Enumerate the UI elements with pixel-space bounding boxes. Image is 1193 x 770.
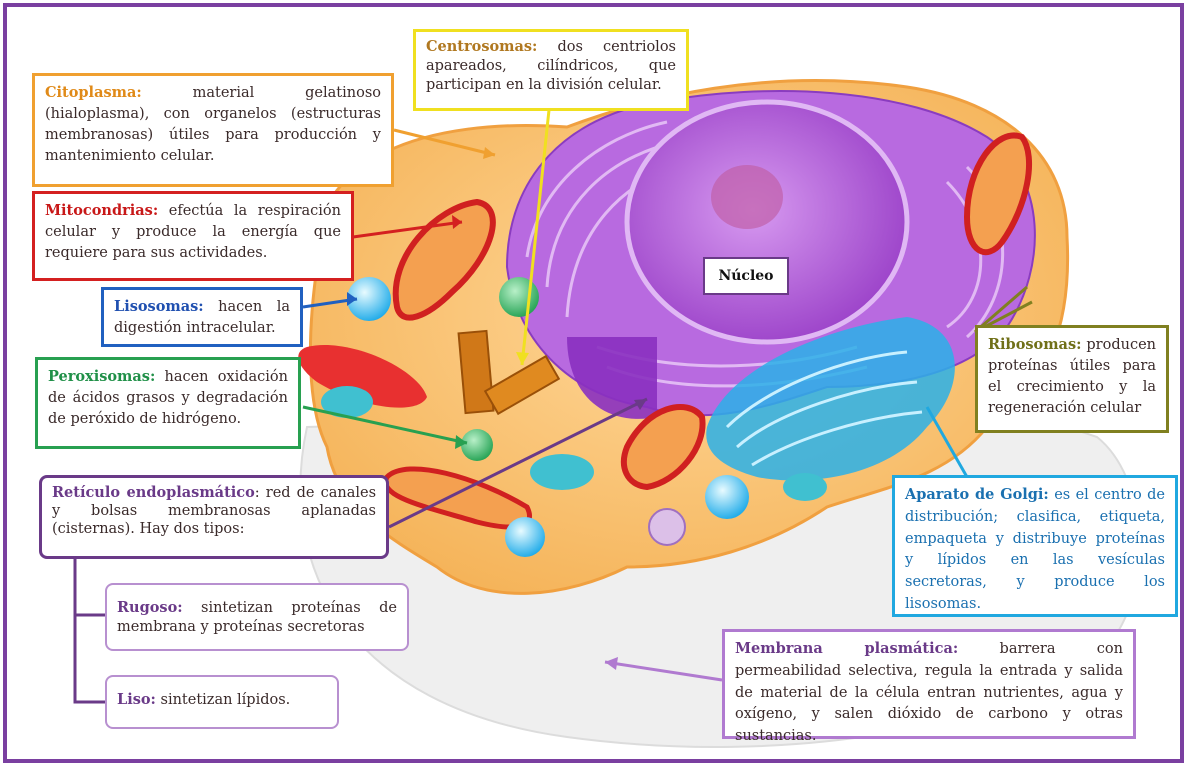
citoplasma-term: Citoplasma:	[45, 84, 142, 101]
ribosomas-callout: Ribosomas: producen proteínas útiles par…	[975, 325, 1169, 433]
vesicle-shape	[649, 509, 685, 545]
vesicle-shape	[530, 454, 594, 490]
membrana-term: Membrana plasmática:	[735, 640, 958, 657]
ribosomas-term: Ribosomas:	[988, 336, 1081, 353]
reticulo-term: Retículo endoplasmático	[52, 484, 255, 501]
vesicle-shape	[505, 517, 545, 557]
rugoso-callout: Rugoso: sintetizan proteínas de membrana…	[105, 583, 409, 651]
liso-desc: sintetizan lípidos.	[161, 692, 291, 708]
nucleus-label: Núcleo	[703, 257, 789, 295]
lisosomas-callout: Lisosomas: hacen la digestión intracelul…	[101, 287, 303, 347]
vesicle-shape	[783, 473, 827, 501]
diagram-frame: Núcleo Citoplasma: material gelatinoso (…	[3, 3, 1184, 763]
peroxisomas-term: Peroxisomas:	[48, 368, 155, 385]
peroxisomas-callout: Peroxisomas: hacen oxidación de ácidos g…	[35, 357, 301, 449]
mitocondrias-term: Mitocondrias:	[45, 202, 158, 219]
peroxisome-shape	[461, 429, 493, 461]
centrosomas-callout: Centrosomas: dos centriolos apareados, c…	[413, 29, 689, 111]
membrana-callout: Membrana plasmática: barrera con permeab…	[722, 629, 1136, 739]
golgi-desc: es el centro de distribución; clasifica,…	[905, 487, 1165, 612]
lisosomas-term: Lisosomas:	[114, 298, 204, 315]
centrosomas-term: Centrosomas:	[426, 38, 537, 55]
rugoso-term: Rugoso:	[117, 599, 183, 616]
reticulo-callout: Retículo endoplasmático: red de canales …	[39, 475, 389, 559]
mitocondrias-callout: Mitocondrias: efectúa la respiración cel…	[32, 191, 354, 281]
citoplasma-callout: Citoplasma: material gelatinoso (hialopl…	[32, 73, 394, 187]
golgi-term: Aparato de Golgi:	[905, 486, 1049, 503]
peroxisome-shape	[499, 277, 539, 317]
golgi-callout: Aparato de Golgi: es el centro de distri…	[892, 475, 1178, 617]
vesicle-shape	[705, 475, 749, 519]
liso-term: Liso:	[117, 691, 156, 708]
liso-callout: Liso: sintetizan lípidos.	[105, 675, 339, 729]
nucleolus-shape	[711, 165, 783, 229]
